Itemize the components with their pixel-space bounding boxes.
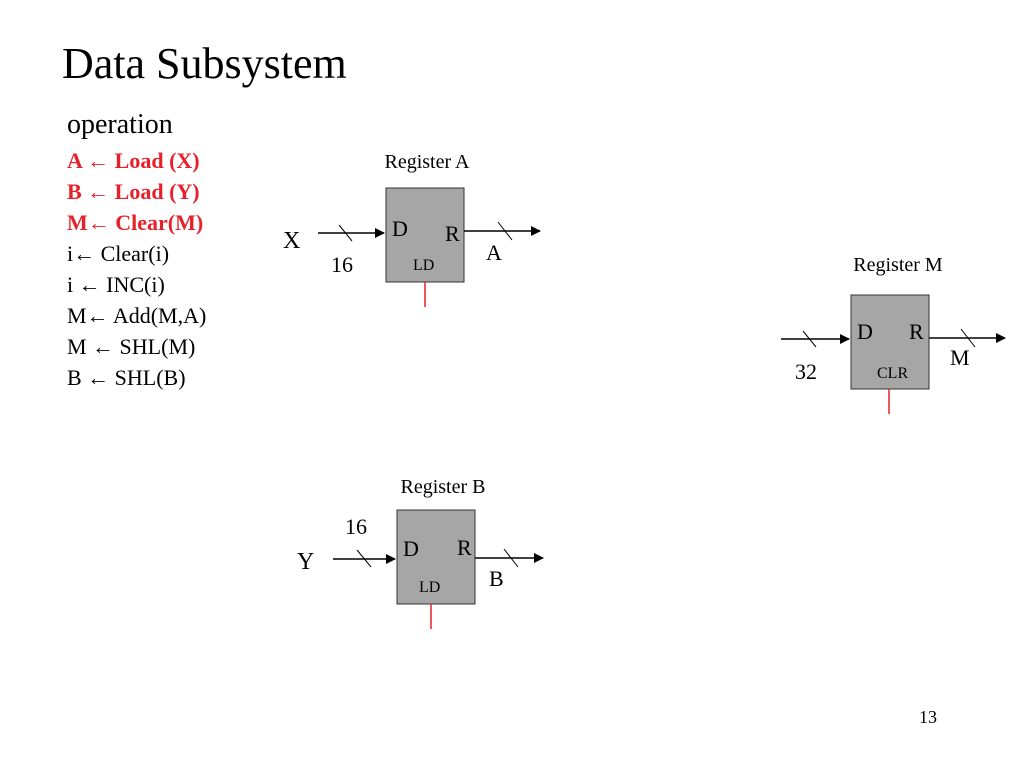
operations-list: A ← Load (X) B ← Load (Y) M← Clear(M) i←… [67,145,206,393]
bus-width-slash [338,224,353,242]
register-a-input-label: X [283,228,300,254]
register-b-caption: Register B [401,476,486,498]
register-b-r-port: R [457,535,472,560]
register-b-d-port: D [403,536,419,561]
register-a-r-port: R [445,221,460,246]
bus-width-slash [497,221,513,241]
page-number: 13 [919,707,937,727]
register-a-control-label: LD [413,257,434,274]
operation-item: B ← Load (Y) [67,179,200,204]
register-a-d-port: D [392,216,408,241]
slide-title: Data Subsystem [62,39,347,88]
register-m-box [850,294,930,390]
register-b-width-label: 16 [345,514,367,539]
register-a-box [385,187,465,283]
bus-width-slash [503,548,519,568]
operation-item: B ← SHL(B) [67,365,186,390]
register-a: Register A D R LD X 16 A [283,151,541,307]
register-m-d-port: D [857,319,873,344]
register-a-output-label: A [486,240,502,265]
register-b: Register B D R LD Y 16 B [297,476,544,629]
register-a-width-label: 16 [331,252,353,277]
register-m-control-label: CLR [877,365,908,382]
register-a-caption: Register A [385,151,471,173]
operation-item: M ← SHL(M) [67,334,196,359]
operation-item: M← Add(M,A) [67,303,207,328]
bus-width-slash [960,328,976,348]
bus-width-slash [356,549,372,568]
register-b-box [396,509,476,605]
operation-item: i← Clear(i) [67,241,170,266]
operations-heading: operation [67,109,173,140]
operation-item: i ← INC(i) [67,272,165,297]
register-b-input-label: Y [297,549,314,575]
register-m-r-port: R [909,319,924,344]
register-b-output-label: B [489,566,504,591]
register-m: Register M D R CLR 32 M [781,254,1006,414]
bus-width-slash [802,330,817,348]
register-m-output-label: M [950,345,970,370]
operation-item: A ← Load (X) [67,148,200,173]
register-m-width-label: 32 [795,359,817,384]
operation-item: M← Clear(M) [67,210,204,235]
register-m-caption: Register M [853,254,943,276]
register-b-control-label: LD [419,579,440,596]
